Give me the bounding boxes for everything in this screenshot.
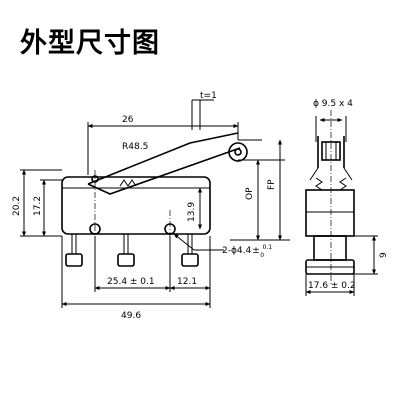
dim-17-2-label: 17.2 (33, 196, 43, 216)
dim-13-9-label: 13.9 (187, 202, 197, 222)
dim-49-6-label: 49.6 (121, 311, 141, 321)
roller-axle (234, 148, 242, 156)
radius-label: R48.5 (122, 142, 148, 152)
switch-body (61, 176, 211, 235)
roller-diameter-label: ϕ 9.5 x 4 (313, 99, 353, 109)
dim-12-1-label: 12.1 (177, 277, 197, 287)
side-body (305, 189, 355, 237)
op-label: OP (245, 187, 255, 200)
actuator-lever (87, 132, 241, 195)
dim-26-label: 26 (122, 115, 134, 125)
dim-9-label: 9 (379, 252, 389, 258)
roller (228, 142, 248, 162)
fp-label: FP (267, 179, 277, 190)
dim-25-4-label: 25.4 ± 0.1 (107, 277, 155, 287)
dim-20-2-label: 20.2 (12, 196, 22, 216)
side-view: ϕ 9.5 x 4 9 17.6 ± 0.2 (305, 99, 389, 296)
dim-17-6-label: 17.6 ± 0.2 (308, 281, 356, 291)
side-terminal (313, 235, 347, 261)
lever-spring (119, 179, 137, 187)
roller-bracket (317, 136, 345, 168)
terminals (65, 234, 199, 267)
thickness-label: t=1 (200, 91, 217, 101)
front-view: t=1 26 R48.5 OP FP 20.2 17.2 13.9 2-ϕ4.4… (12, 91, 290, 321)
side-spring (315, 177, 347, 191)
page-title: 外型尺寸图 (20, 28, 160, 59)
